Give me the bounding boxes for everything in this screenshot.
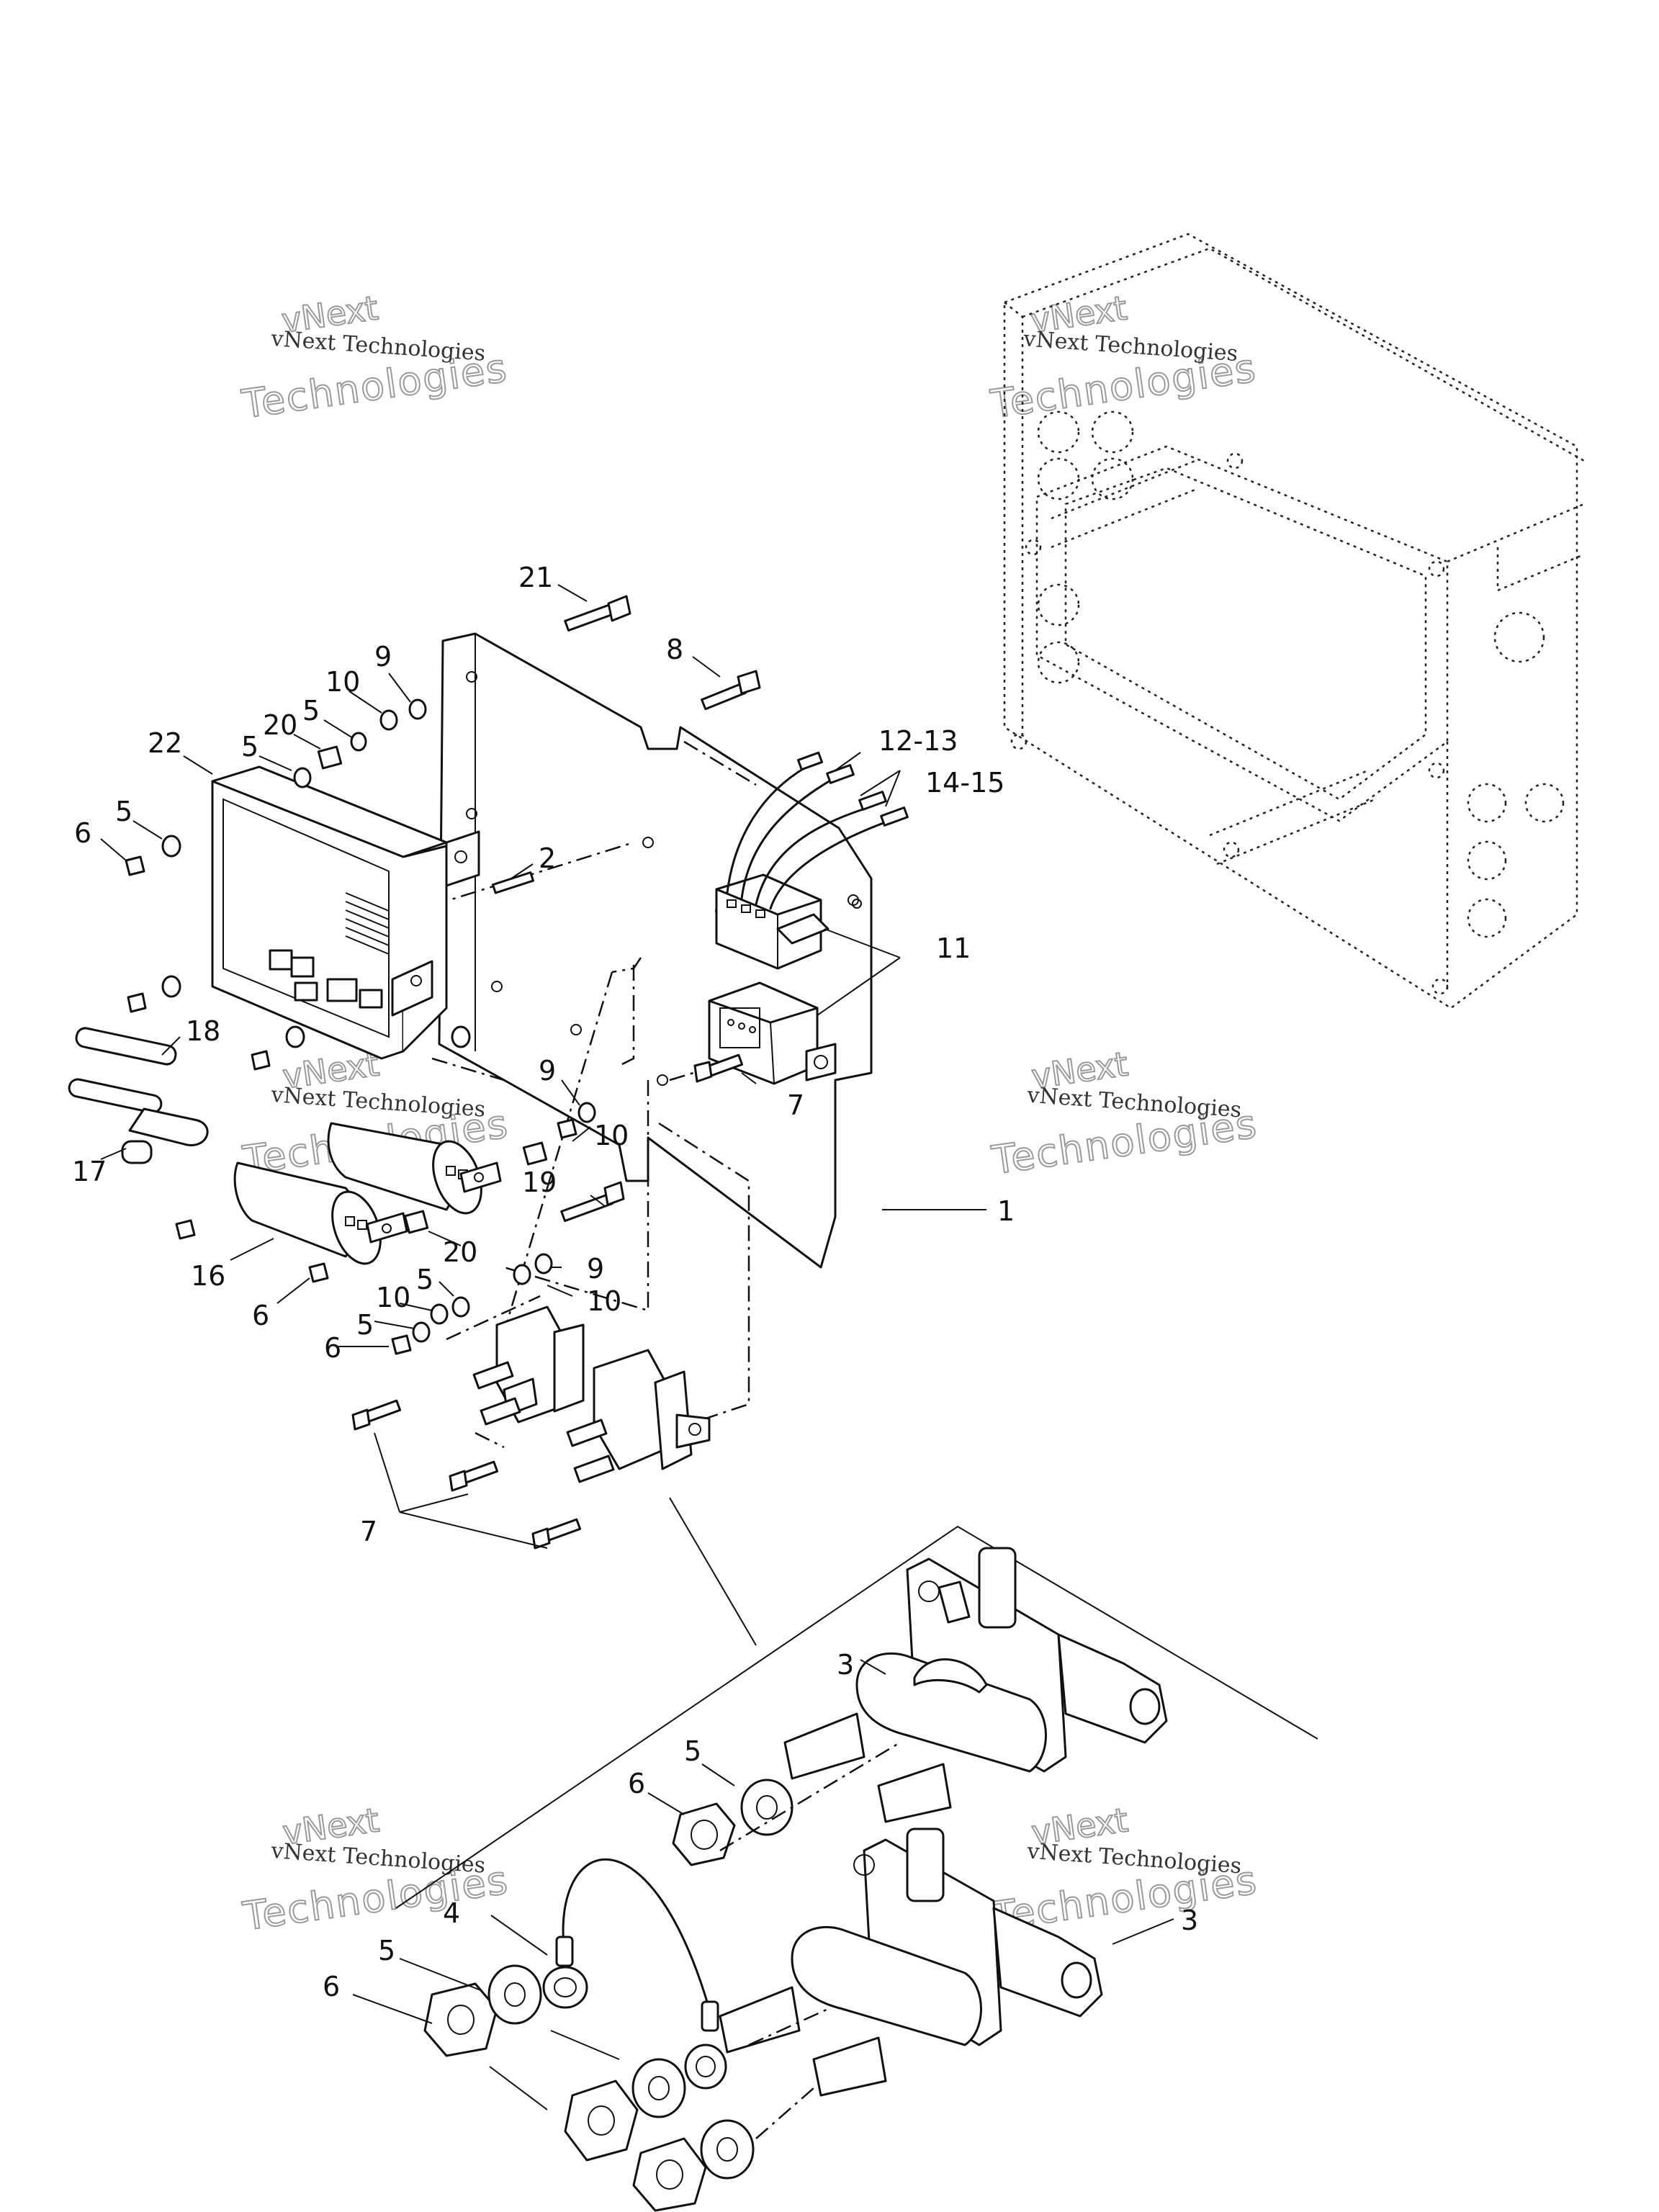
watermark-name: vNext Technologies <box>269 1082 486 1123</box>
bolt-7-upper <box>693 1053 744 1083</box>
callout-5: 5 <box>302 695 320 727</box>
solenoid-small-right <box>566 1349 711 1483</box>
relay-lower <box>708 981 837 1085</box>
watermark-name: vNext Technologies <box>269 326 486 367</box>
callout-5: 5 <box>356 1309 374 1341</box>
callout-6: 6 <box>74 817 91 849</box>
callout-3: 3 <box>837 1649 854 1681</box>
callout-6: 6 <box>324 1332 341 1364</box>
watermark-name: vNext Technologies <box>269 1838 486 1879</box>
washers-and-nuts-detail <box>423 1741 901 2212</box>
watermark-name: vNext Technologies <box>1025 1083 1242 1123</box>
solenoid-large-upper <box>783 1547 1168 1823</box>
callout-3: 3 <box>1181 1905 1198 1936</box>
solenoid-small-left <box>472 1305 585 1426</box>
bolt-21 <box>564 595 631 632</box>
fuse-link <box>121 1107 209 1164</box>
callout-7: 7 <box>787 1089 804 1121</box>
callout-10: 10 <box>376 1282 410 1313</box>
callout-1: 1 <box>997 1195 1015 1227</box>
callout-20: 20 <box>263 709 297 741</box>
callout-9: 9 <box>539 1055 556 1087</box>
control-module <box>211 765 480 1060</box>
callout-6: 6 <box>323 1971 340 2002</box>
callout-leader-lines <box>100 584 1174 2024</box>
callout-18: 18 <box>186 1015 220 1047</box>
callout-14-15: 14-15 <box>925 767 1004 799</box>
callout-21: 21 <box>518 562 553 593</box>
jumper-cable <box>542 1858 727 2090</box>
callout-5: 5 <box>416 1264 433 1295</box>
callout-10: 10 <box>325 666 360 698</box>
callout-5: 5 <box>378 1935 395 1966</box>
callout-16: 16 <box>191 1260 225 1292</box>
bolt-8 <box>701 670 761 711</box>
callout-10: 10 <box>587 1285 621 1317</box>
fuse-holder-left <box>233 1161 408 1265</box>
fuse-cartridge <box>68 1027 177 1114</box>
relay-wire-leads <box>726 751 909 910</box>
callout-5: 5 <box>115 796 132 827</box>
callout-19: 19 <box>522 1166 557 1198</box>
callout-10: 10 <box>594 1120 629 1151</box>
callout-4: 4 <box>443 1897 460 1929</box>
solenoid-large-lower <box>719 1827 1103 2097</box>
bolts-7-lower <box>351 1399 582 1550</box>
watermark-name: vNext Technologies <box>1025 1839 1242 1879</box>
callout-5: 5 <box>684 1735 701 1767</box>
callout-6: 6 <box>628 1768 645 1799</box>
phantom-housing-enclosure <box>1003 233 1585 1010</box>
callout-7: 7 <box>360 1516 377 1547</box>
callout-11: 11 <box>936 932 971 964</box>
callout-22: 22 <box>148 727 182 759</box>
callout-6: 6 <box>252 1300 269 1331</box>
callout-labels: 21 8 2 9 10 5 20 5 22 5 6 12-13 14-15 11… <box>72 562 1198 2002</box>
bolt-19 <box>560 1181 625 1223</box>
callout-9: 9 <box>374 641 392 673</box>
callout-17: 17 <box>72 1156 107 1187</box>
callout-8: 8 <box>666 634 683 665</box>
detail-view-frame <box>395 1497 1318 1909</box>
callout-20: 20 <box>443 1236 477 1268</box>
callout-12-13: 12-13 <box>878 725 958 757</box>
fuse-holder-right <box>327 1122 502 1215</box>
callout-5: 5 <box>241 731 258 763</box>
callout-2: 2 <box>539 842 556 874</box>
watermark-name: vNext Technologies <box>1022 326 1238 367</box>
washers-and-nuts-upper <box>125 698 596 1355</box>
callout-9: 9 <box>587 1253 604 1285</box>
